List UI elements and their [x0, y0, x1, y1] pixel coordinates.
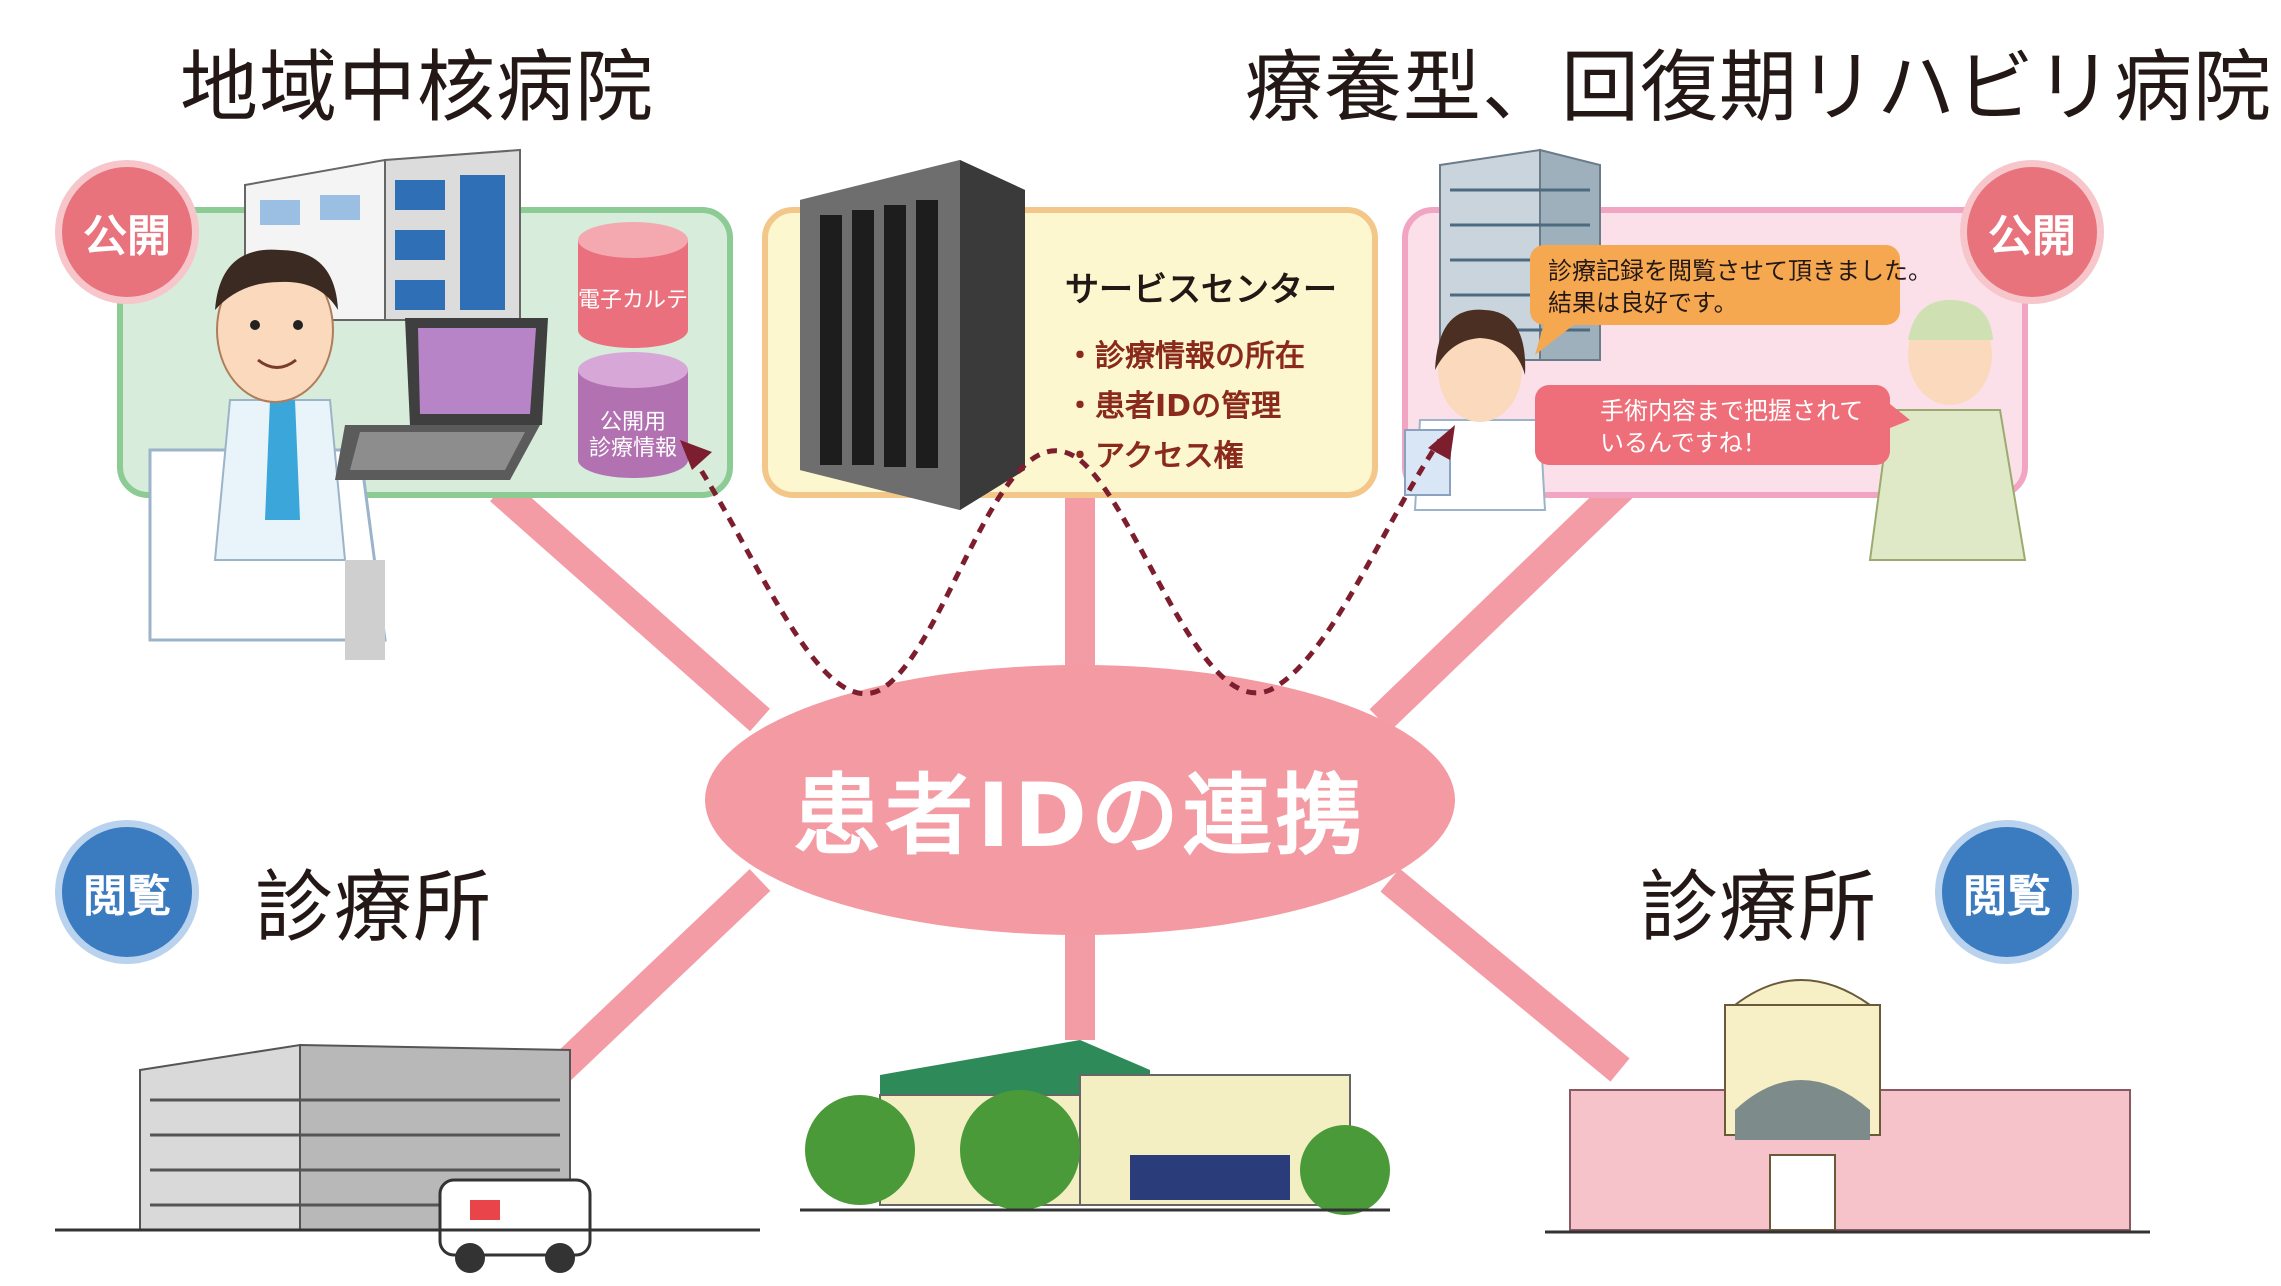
- title-rehab-hospital: 療養型、回復期リハビリ病院: [1245, 43, 2273, 133]
- service-center-title: サービスセンター: [1065, 270, 1337, 310]
- patient-bubble-line1: 手術内容まで把握されて: [1600, 397, 1864, 425]
- laptop-icon: [335, 318, 548, 480]
- bottom-center-clinic-icon: [800, 1040, 1390, 1215]
- spoke-top-right: [1369, 459, 1651, 731]
- badge-view-right: 閲覧: [1935, 820, 2079, 964]
- badge-view-left: 閲覧: [55, 820, 199, 964]
- data-flow-arrowhead-left: [680, 440, 712, 470]
- title-clinic-left: 診療所: [255, 863, 493, 953]
- doctor-speech-bubble: [1530, 245, 1900, 355]
- public-database-label-line1: 公開用: [599, 410, 666, 435]
- hub-label: 患者IDの連携: [793, 764, 1367, 867]
- bottom-right-clinic-icon: [1545, 979, 2150, 1234]
- service-item-patient-id: ・患者IDの管理: [1065, 389, 1282, 424]
- doctor-bubble-line1: 診療記録を閲覧させて頂きました。: [1548, 257, 1932, 285]
- title-regional-core-hospital: 地域中核病院: [180, 43, 655, 133]
- patient-icon: [1868, 300, 2027, 561]
- emr-database-label: 電子カルテ: [577, 288, 688, 313]
- badge-publish-right: 公開: [1960, 160, 2104, 304]
- service-center-text: サービスセンター ・診療情報の所在 ・患者IDの管理 ・アクセス権: [1065, 262, 1337, 475]
- patient-speech-bubble: [1535, 385, 1910, 465]
- doctor-icon: [148, 249, 387, 660]
- patient-bubble-text: 手術内容まで把握されて いるんですね！: [1600, 395, 1863, 459]
- badge-publish-left: 公開: [55, 160, 199, 304]
- public-database-label-line2: 診療情報: [588, 436, 677, 461]
- public-database-label: 公開用 診療情報: [565, 410, 701, 462]
- title-clinic-right: 診療所: [1640, 863, 1878, 953]
- public-database-icon: [578, 352, 688, 478]
- service-item-access-rights: ・アクセス権: [1065, 439, 1244, 474]
- hub-ellipse: [705, 665, 1455, 935]
- bottom-left-clinic-icon: [55, 1043, 760, 1273]
- patient-bubble-line2: いるんですね！: [1600, 429, 1767, 457]
- data-flow-arrowhead-right: [1428, 425, 1455, 460]
- hospital-building-icon: [244, 148, 521, 321]
- doctor-bubble-line2: 結果は良好です。: [1548, 289, 1738, 317]
- doctor-bubble-text: 診療記録を閲覧させて頂きました。 結果は良好です。: [1548, 255, 1932, 319]
- spoke-bottom-right: [1380, 868, 1630, 1082]
- service-item-location: ・診療情報の所在: [1065, 339, 1305, 374]
- spoke-bottom-left: [549, 869, 771, 1081]
- spoke-top-left: [490, 478, 770, 732]
- server-icon: [800, 160, 1025, 510]
- emr-database-icon: [578, 222, 688, 348]
